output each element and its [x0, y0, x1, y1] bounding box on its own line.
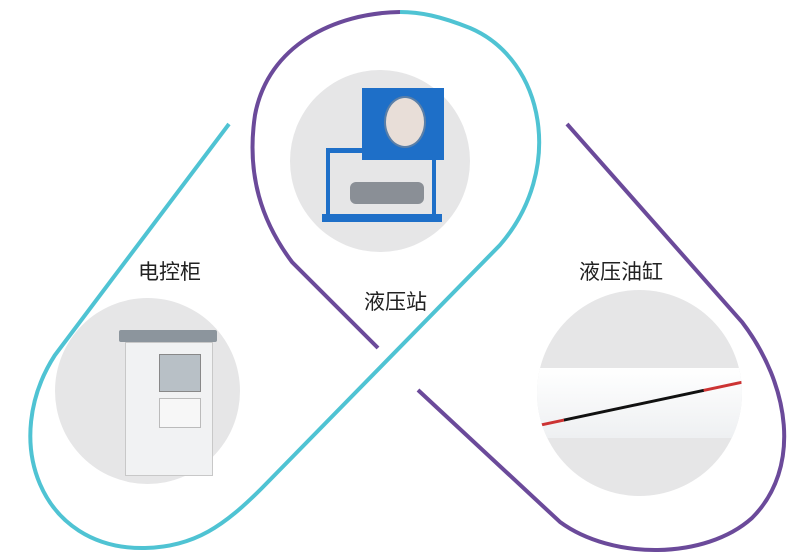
pump-motor — [350, 182, 424, 204]
purple-right-loop-path — [416, 122, 787, 552]
purple-top-path — [250, 10, 401, 350]
tank-window — [384, 96, 426, 148]
hydraulic-station-image — [290, 70, 470, 252]
control-cabinet-image — [55, 298, 240, 484]
label-control-cabinet: 电控柜 — [138, 260, 201, 284]
label-hydraulic-station: 液压站 — [364, 290, 427, 314]
cabinet-panel — [159, 354, 201, 392]
label-hydraulic-cylinder: 液压油缸 — [579, 260, 663, 284]
cyan-loop-path — [28, 10, 542, 551]
cabinet-roof — [119, 330, 217, 342]
cabinet-door — [159, 398, 201, 428]
hydraulic-cylinder-image — [537, 290, 742, 496]
base — [322, 214, 442, 222]
